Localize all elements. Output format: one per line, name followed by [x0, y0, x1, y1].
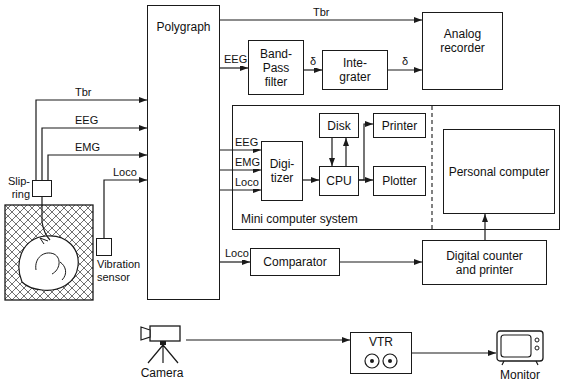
signal-name: EEG	[223, 53, 248, 66]
signal-line	[331, 138, 332, 166]
node-label: VTR	[369, 335, 393, 349]
signal-name: Tbr	[74, 86, 93, 99]
signal-line	[220, 189, 261, 190]
signal-name: EMG	[74, 141, 101, 154]
signal-line	[388, 69, 422, 70]
signal-line	[304, 69, 322, 70]
signal-name: EMG	[234, 156, 261, 169]
dashed-divider	[431, 106, 432, 229]
signal-name: EEG	[74, 114, 99, 127]
signal-name: EEG	[234, 136, 259, 149]
comparator-box: Comparator	[250, 248, 340, 276]
node-label: Vibration sensor	[97, 258, 147, 284]
signal-name: Loco	[234, 176, 260, 189]
signal-line	[220, 169, 261, 170]
electrode-wire	[42, 197, 50, 240]
node-label: Digi- tizer	[265, 157, 299, 185]
node-label: Comparator	[263, 255, 326, 269]
signal-line	[186, 339, 350, 340]
disk-box: Disk	[319, 113, 359, 138]
camera: Camera	[138, 322, 186, 364]
system-group: Mini computer system Digi- tizer DiskCPU Pr…	[232, 105, 560, 230]
integrator-box: Inte- grater	[322, 50, 388, 90]
signal-line	[48, 155, 147, 180]
tape-reels	[361, 353, 401, 369]
plotter-box: Plotter	[373, 166, 426, 196]
signal-name: δ	[309, 55, 317, 68]
cpu-box: CPU	[319, 166, 359, 196]
vibration-sensor: Vibration sensor	[96, 238, 112, 256]
node-label: Mini computer system	[241, 212, 358, 226]
printer-box: Printer	[373, 113, 426, 138]
signal-line	[359, 124, 373, 180]
node-label: Inte- grater	[335, 56, 375, 84]
signal-line	[412, 352, 496, 353]
signal-line	[220, 67, 248, 68]
signal-line	[42, 128, 147, 180]
monitor-icon	[496, 330, 544, 366]
signal-line	[345, 138, 346, 166]
node-label: CPU	[326, 174, 351, 188]
node-label: Monitor	[500, 368, 540, 382]
node-label: Polygraph	[156, 20, 210, 34]
node-label: Slip- ring	[2, 175, 30, 201]
node-label: Digital counter and printer	[439, 249, 531, 277]
node-label: Disk	[327, 119, 350, 133]
slip-ring: Slip- ring	[32, 180, 52, 197]
signal-line	[484, 214, 485, 240]
signal-name: Tbr	[312, 6, 331, 19]
animal	[19, 236, 78, 290]
signal-name: Loco	[224, 247, 250, 260]
counter-box: Digital counter and printer	[422, 240, 547, 285]
camera-icon	[138, 322, 186, 364]
node-label: Printer	[382, 119, 417, 133]
filter-box: Band- Pass filter	[248, 40, 304, 95]
node-label: Personal computer	[449, 165, 550, 179]
signal-line	[359, 179, 373, 180]
vtr-box: VTR	[350, 332, 412, 374]
cage	[5, 205, 93, 300]
polygraph-box: Polygraph	[147, 5, 220, 300]
signal-line	[340, 261, 422, 262]
digitizer-box: Digi- tizer	[261, 141, 303, 201]
signal-line	[220, 149, 261, 150]
node-label: Analog recorder	[423, 27, 502, 55]
signal-line	[104, 180, 147, 238]
signal-line	[303, 179, 319, 180]
node-label: Camera	[141, 366, 184, 380]
signal-line	[36, 100, 147, 180]
signal-name: Loco	[112, 166, 138, 179]
signal-line	[220, 19, 422, 20]
node-label: Plotter	[382, 174, 417, 188]
monitor: Monitor	[496, 330, 544, 366]
computer-box: Personal computer	[443, 129, 555, 214]
recorder-box: Analog recorder	[422, 12, 503, 90]
signal-name: δ	[401, 55, 409, 68]
node-label: Band- Pass filter	[256, 47, 296, 89]
animal-detail	[36, 238, 66, 280]
signal-line	[220, 261, 250, 262]
